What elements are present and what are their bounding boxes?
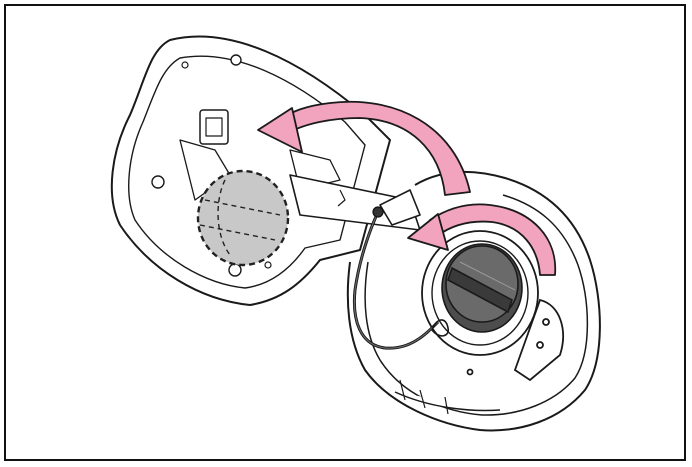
- small-rotate-arrow: [407, 203, 557, 276]
- tether-cable-inner: [353, 211, 439, 349]
- fuel-cap: [441, 243, 523, 333]
- ghost-fuel-cap: [196, 169, 290, 267]
- large-rotate-arrow: [257, 100, 471, 196]
- tether-clip: [372, 206, 384, 218]
- tether-loop: [431, 319, 450, 337]
